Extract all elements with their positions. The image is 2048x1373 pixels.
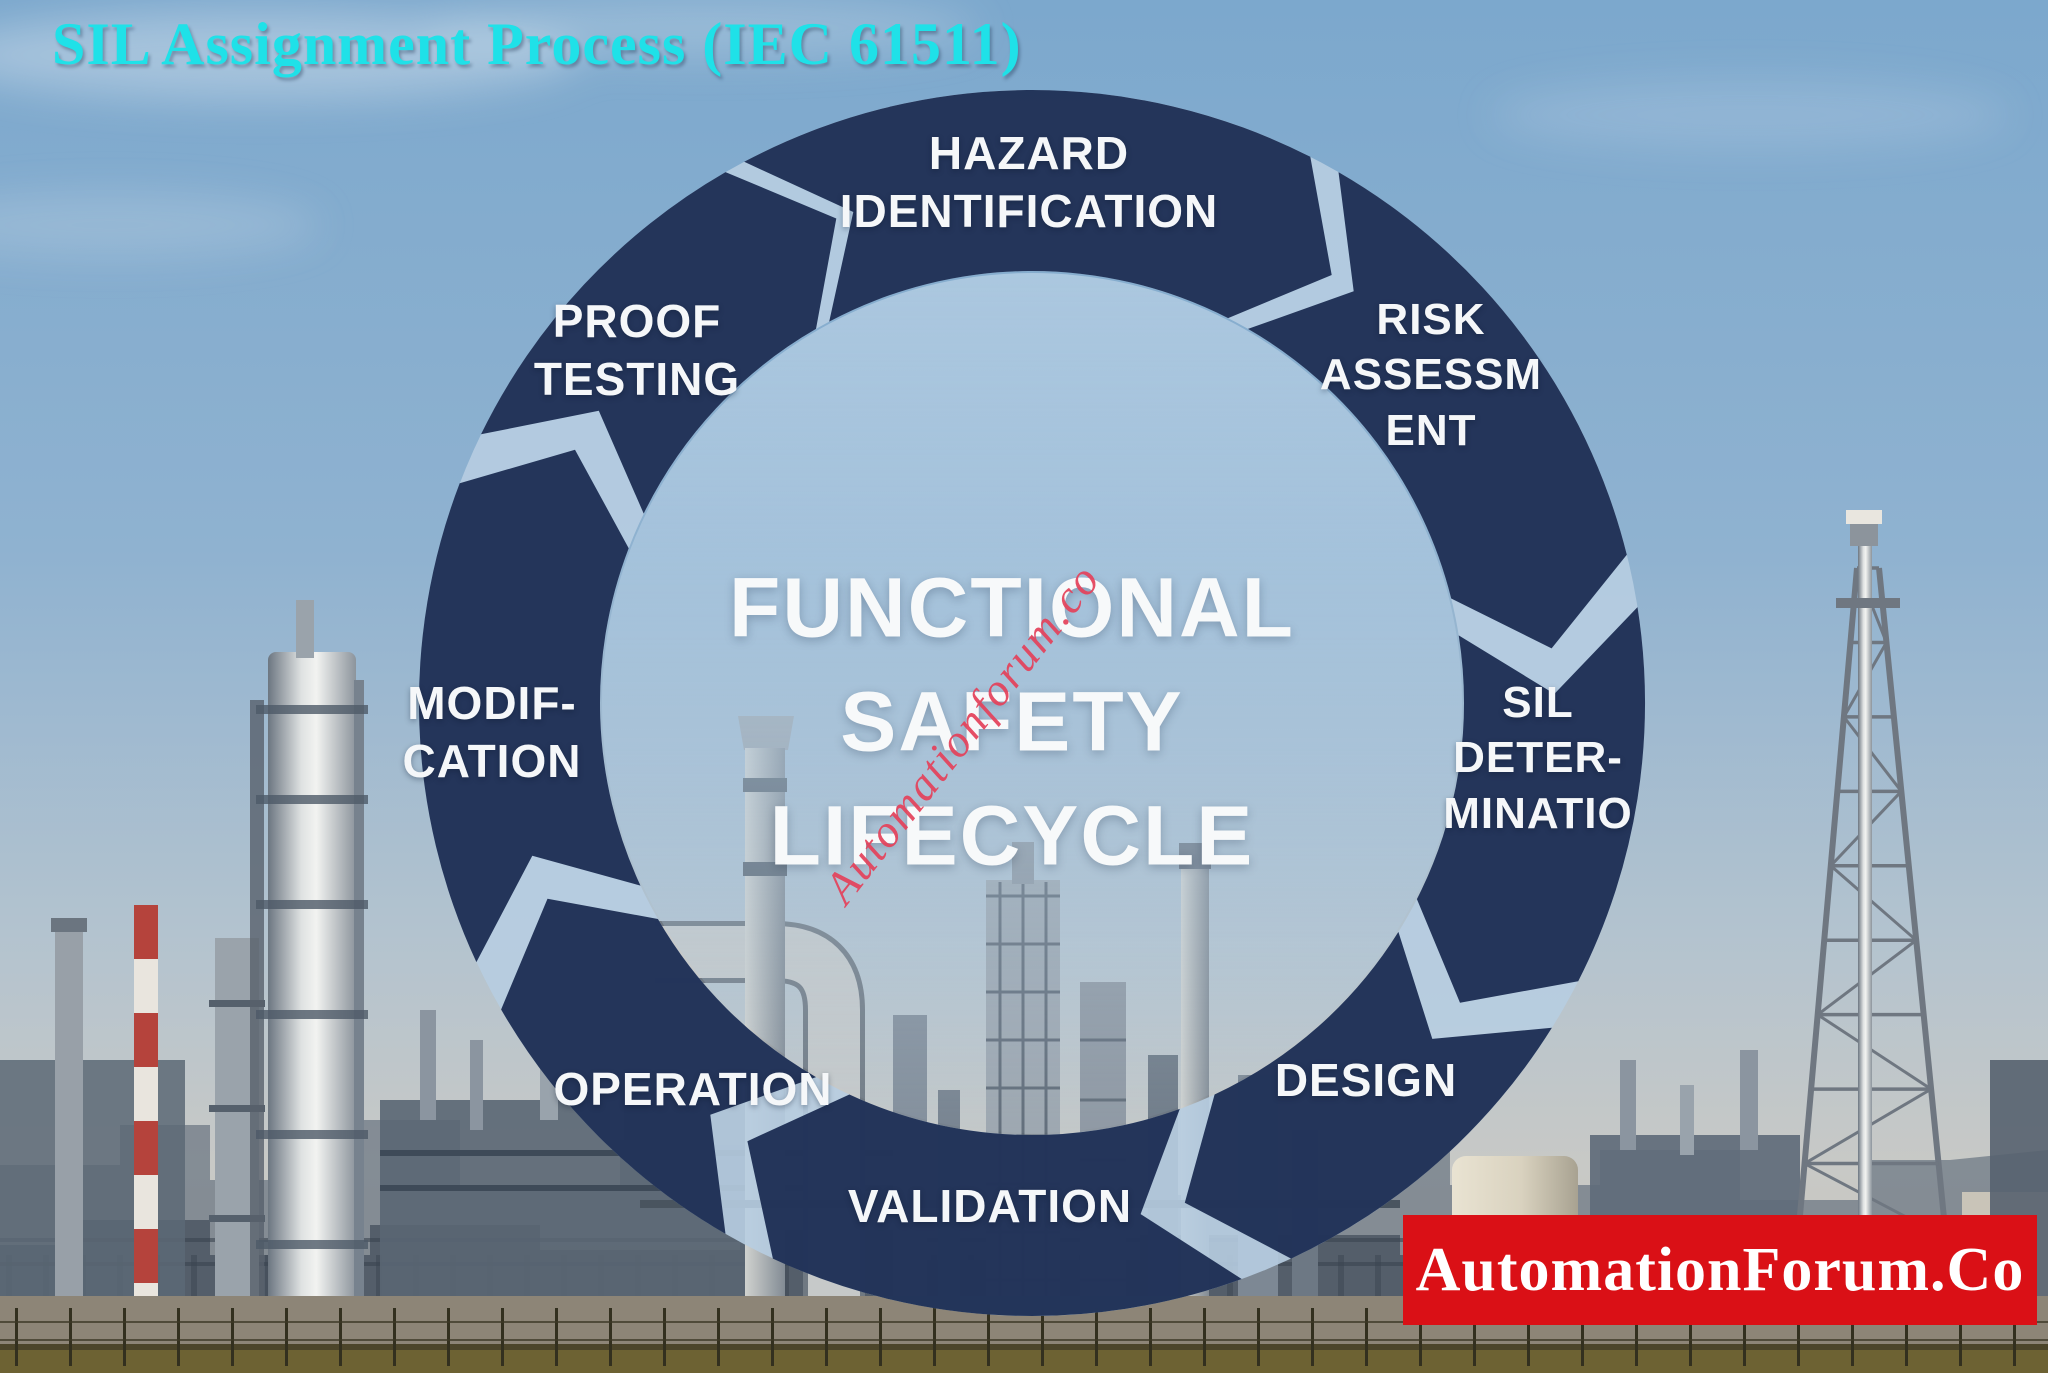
striped-stack	[134, 905, 158, 1337]
ring-segment-validation	[747, 1094, 1242, 1317]
clouds	[0, 0, 2010, 257]
ring-segment-sil-determination	[1416, 607, 1646, 1003]
distillation-column	[268, 652, 356, 1344]
ring-segment-proof-testing	[481, 172, 837, 514]
ring-segment-operation	[501, 898, 816, 1234]
ring-segment-modification	[418, 449, 641, 963]
ring-segment-hazard-identification	[744, 90, 1332, 322]
ring-segment-risk-assessment	[1248, 172, 1627, 649]
flare-pipe	[1858, 545, 1872, 1240]
lifecycle-ring	[418, 90, 1646, 1317]
grass-strip	[0, 1350, 2048, 1373]
ring-segment-design	[1184, 931, 1552, 1259]
ground-shadow-strip	[0, 1344, 2048, 1351]
ring-inner-haze	[602, 273, 1462, 1133]
